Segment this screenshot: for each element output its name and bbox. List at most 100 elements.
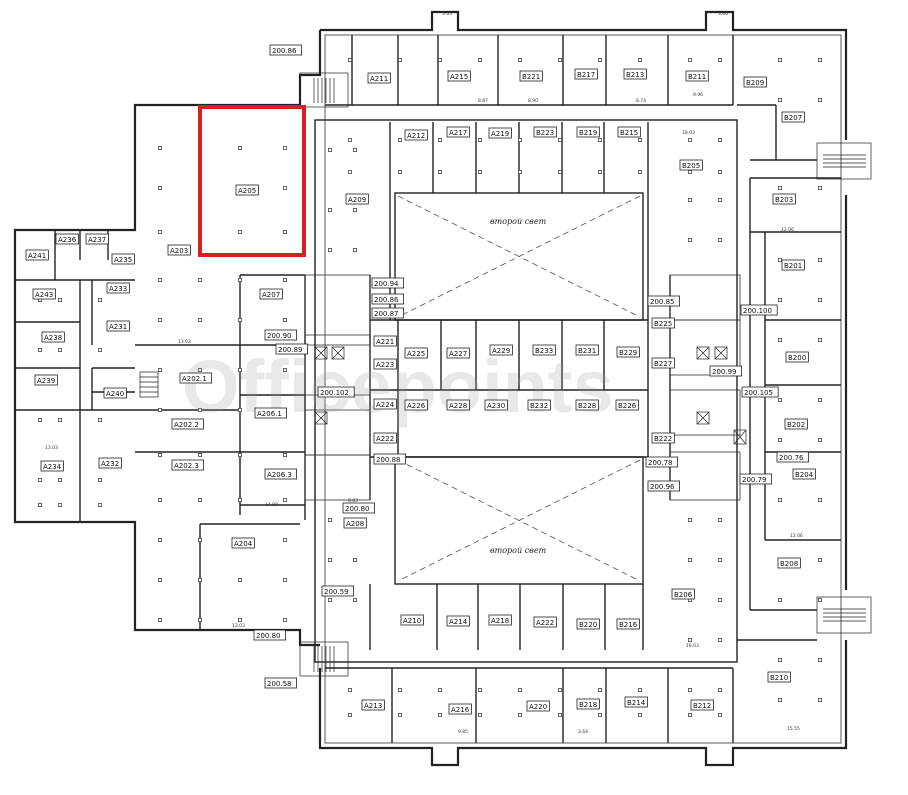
room-label-b204[interactable]: B204 (792, 468, 816, 480)
room-label-r200-102[interactable]: 200.102 (317, 386, 355, 398)
room-label-r200-58[interactable]: 200.58 (264, 677, 298, 689)
room-label-r200-86b[interactable]: 200.86 (371, 293, 405, 305)
room-label-b226[interactable]: B226 (615, 399, 639, 411)
room-label-a243[interactable]: A243 (32, 288, 56, 300)
room-label-a216[interactable]: A216 (448, 703, 472, 715)
room-label-b214[interactable]: B214 (624, 696, 648, 708)
room-label-a208[interactable]: A208 (343, 517, 367, 529)
room-label-r200-88[interactable]: 200.88 (373, 453, 407, 465)
room-label-a213[interactable]: A213 (361, 699, 385, 711)
room-label-b207[interactable]: B207 (781, 111, 805, 123)
room-label-b233[interactable]: B233 (532, 344, 556, 356)
room-label-a231[interactable]: A231 (106, 320, 130, 332)
room-label-b222[interactable]: B222 (651, 432, 675, 444)
room-label-a235[interactable]: A235 (111, 253, 135, 265)
room-label-b229[interactable]: B229 (616, 346, 640, 358)
room-label-b213[interactable]: B213 (623, 68, 647, 80)
room-label-r200-96[interactable]: 200.96 (647, 480, 681, 492)
room-label-r200-86a[interactable]: 200.86 (269, 44, 303, 56)
room-label-r200-90[interactable]: 200.90 (264, 329, 298, 341)
room-label-a214[interactable]: A214 (446, 615, 470, 627)
room-label-a241[interactable]: A241 (25, 249, 49, 261)
room-label-r200-59[interactable]: 200.59 (321, 585, 355, 597)
room-label-b200[interactable]: B200 (785, 351, 809, 363)
room-label-b210[interactable]: B210 (767, 671, 791, 683)
room-label-r200-85[interactable]: 200.85 (647, 295, 681, 307)
room-label-a212[interactable]: A212 (404, 129, 428, 141)
room-label-a204[interactable]: A204 (231, 537, 255, 549)
room-label-a224[interactable]: A224 (373, 398, 397, 410)
room-label-r200-80b[interactable]: 200.80 (253, 629, 287, 641)
room-label-b225[interactable]: B225 (651, 317, 675, 329)
room-label-b221[interactable]: B221 (519, 70, 543, 82)
room-label-a229[interactable]: A229 (489, 344, 513, 356)
room-label-b231[interactable]: B231 (575, 344, 599, 356)
room-label-b218[interactable]: B218 (576, 698, 600, 710)
room-label-a219[interactable]: A219 (488, 127, 512, 139)
room-label-a228[interactable]: A228 (446, 399, 470, 411)
room-label-a206-1[interactable]: A206.1 (254, 407, 288, 419)
room-label-a202-1[interactable]: A202.1 (179, 372, 213, 384)
room-label-a240[interactable]: A240 (103, 387, 127, 399)
room-label-a222[interactable]: A222 (373, 432, 397, 444)
room-label-r200-78[interactable]: 200.78 (645, 456, 679, 468)
room-label-a207[interactable]: A207 (259, 288, 283, 300)
room-label-r200-105[interactable]: 200.105 (741, 386, 779, 398)
room-label-text: A218 (491, 617, 509, 625)
room-label-b220[interactable]: B220 (576, 618, 600, 630)
room-label-r200-100[interactable]: 200.100 (740, 304, 778, 316)
room-label-a206-3[interactable]: A206.3 (264, 468, 298, 480)
room-label-box (85, 233, 109, 245)
room-label-a210[interactable]: A210 (400, 614, 424, 626)
room-label-b206[interactable]: B206 (671, 588, 695, 600)
room-label-a226[interactable]: A226 (404, 399, 428, 411)
room-label-b211[interactable]: B211 (685, 70, 709, 82)
room-label-b212[interactable]: B212 (690, 699, 714, 711)
room-label-b202[interactable]: B202 (784, 418, 808, 430)
room-label-a203[interactable]: A203 (167, 244, 191, 256)
room-label-a237[interactable]: A237 (85, 233, 109, 245)
room-label-a220[interactable]: A220 (526, 700, 550, 712)
room-label-a238[interactable]: A238 (41, 331, 65, 343)
room-label-a202-2[interactable]: A202.2 (171, 418, 205, 430)
room-label-a221[interactable]: A221 (373, 335, 397, 347)
room-label-a225[interactable]: A225 (404, 347, 428, 359)
room-label-a215[interactable]: A215 (447, 70, 471, 82)
room-label-a205[interactable]: A205 (235, 184, 259, 196)
room-label-r200-89[interactable]: 200.89 (275, 343, 309, 355)
room-label-a222b[interactable]: A222 (533, 616, 557, 628)
room-label-b203[interactable]: B203 (772, 193, 796, 205)
room-label-a223[interactable]: A223 (373, 358, 397, 370)
room-label-r200-94[interactable]: 200.94 (371, 277, 405, 289)
room-label-a234[interactable]: A234 (40, 460, 64, 472)
room-label-a232[interactable]: A232 (98, 457, 122, 469)
room-label-b228[interactable]: B228 (575, 399, 599, 411)
room-label-b215[interactable]: B215 (617, 126, 641, 138)
room-label-b216[interactable]: B216 (616, 618, 640, 630)
room-label-r200-76[interactable]: 200.76 (776, 451, 810, 463)
room-label-a217[interactable]: A217 (446, 126, 470, 138)
room-label-b205[interactable]: B205 (679, 159, 703, 171)
room-label-r200-80[interactable]: 200.80 (342, 502, 376, 514)
selected-unit-outline[interactable] (198, 105, 306, 257)
room-label-b201[interactable]: B201 (781, 259, 805, 271)
room-label-a218[interactable]: A218 (488, 614, 512, 626)
room-label-b232[interactable]: B232 (527, 399, 551, 411)
room-label-a233[interactable]: A233 (106, 282, 130, 294)
room-label-b209[interactable]: B209 (743, 76, 767, 88)
room-label-a239[interactable]: A239 (34, 374, 58, 386)
room-label-b223[interactable]: B223 (533, 126, 557, 138)
room-label-a209[interactable]: A209 (345, 193, 369, 205)
room-label-a227[interactable]: A227 (446, 347, 470, 359)
room-label-b208[interactable]: B208 (777, 557, 801, 569)
room-label-a230[interactable]: A230 (484, 399, 508, 411)
room-label-b227[interactable]: B227 (651, 357, 675, 369)
room-label-r200-87[interactable]: 200.87 (371, 307, 405, 319)
room-label-a236[interactable]: A236 (55, 233, 79, 245)
room-label-a202-3[interactable]: A202.3 (171, 459, 205, 471)
room-label-a211[interactable]: A211 (367, 72, 391, 84)
room-label-r200-79[interactable]: 200.79 (739, 473, 773, 485)
room-label-r200-99[interactable]: 200.99 (709, 365, 743, 377)
room-label-b219[interactable]: B219 (576, 126, 600, 138)
room-label-b217[interactable]: B217 (574, 68, 598, 80)
